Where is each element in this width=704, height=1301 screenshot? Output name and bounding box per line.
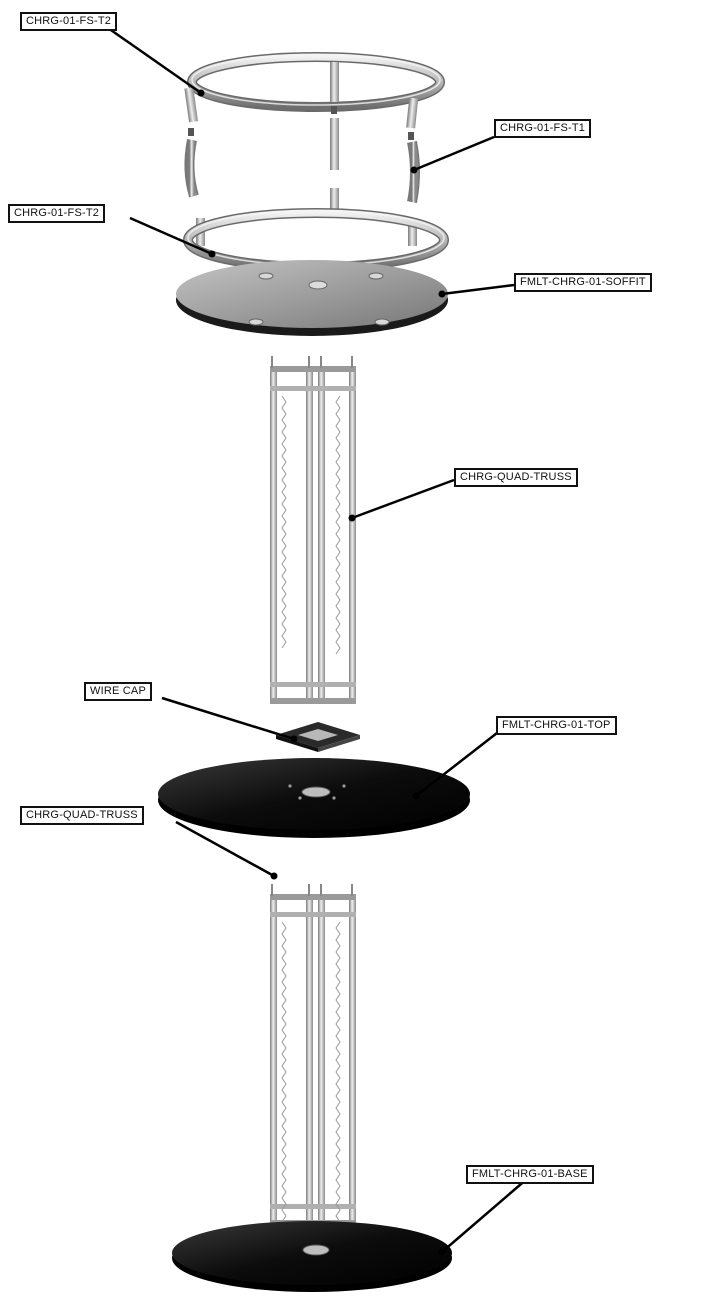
- leader-soffit: [441, 283, 515, 296]
- leader-wire-cap: [161, 696, 295, 741]
- leader-dots: [197, 89, 446, 1256]
- leader-ring-bottom: [129, 216, 213, 256]
- leader-base-disc: [441, 1177, 529, 1253]
- leader-truss-upper: [351, 478, 455, 520]
- label-truss-upper: CHRG-QUAD-TRUSS: [454, 468, 578, 487]
- top-disc: [158, 758, 470, 838]
- soffit-disc: [176, 260, 448, 336]
- label-wire-cap: WIRE CAP: [84, 682, 152, 701]
- label-ring-uprights: CHRG-01-FS-T1: [494, 119, 592, 138]
- bottom-ring: [183, 188, 449, 272]
- base-disc: [172, 1221, 452, 1292]
- lower-truss: [268, 884, 356, 1235]
- label-soffit: FMLT-CHRG-01-SOFFIT: [514, 273, 652, 292]
- label-base-disc: FMLT-CHRG-01-BASE: [466, 1165, 594, 1184]
- leader-top-disc: [415, 725, 507, 797]
- label-ring-top: CHRG-01-FS-T2: [20, 12, 118, 31]
- leader-ring-uprights: [413, 135, 495, 172]
- upper-truss: [268, 356, 356, 704]
- ring-uprights: [184, 106, 420, 203]
- label-ring-bottom: CHRG-01-FS-T2: [8, 204, 106, 223]
- top-ring: [184, 52, 445, 129]
- leader-lines: [107, 26, 529, 1253]
- wire-cap: [276, 722, 360, 752]
- leader-ring-top: [107, 26, 202, 95]
- label-truss-lower: CHRG-QUAD-TRUSS: [20, 806, 144, 825]
- leader-truss-lower: [175, 820, 275, 878]
- label-top-disc: FMLT-CHRG-01-TOP: [496, 716, 617, 735]
